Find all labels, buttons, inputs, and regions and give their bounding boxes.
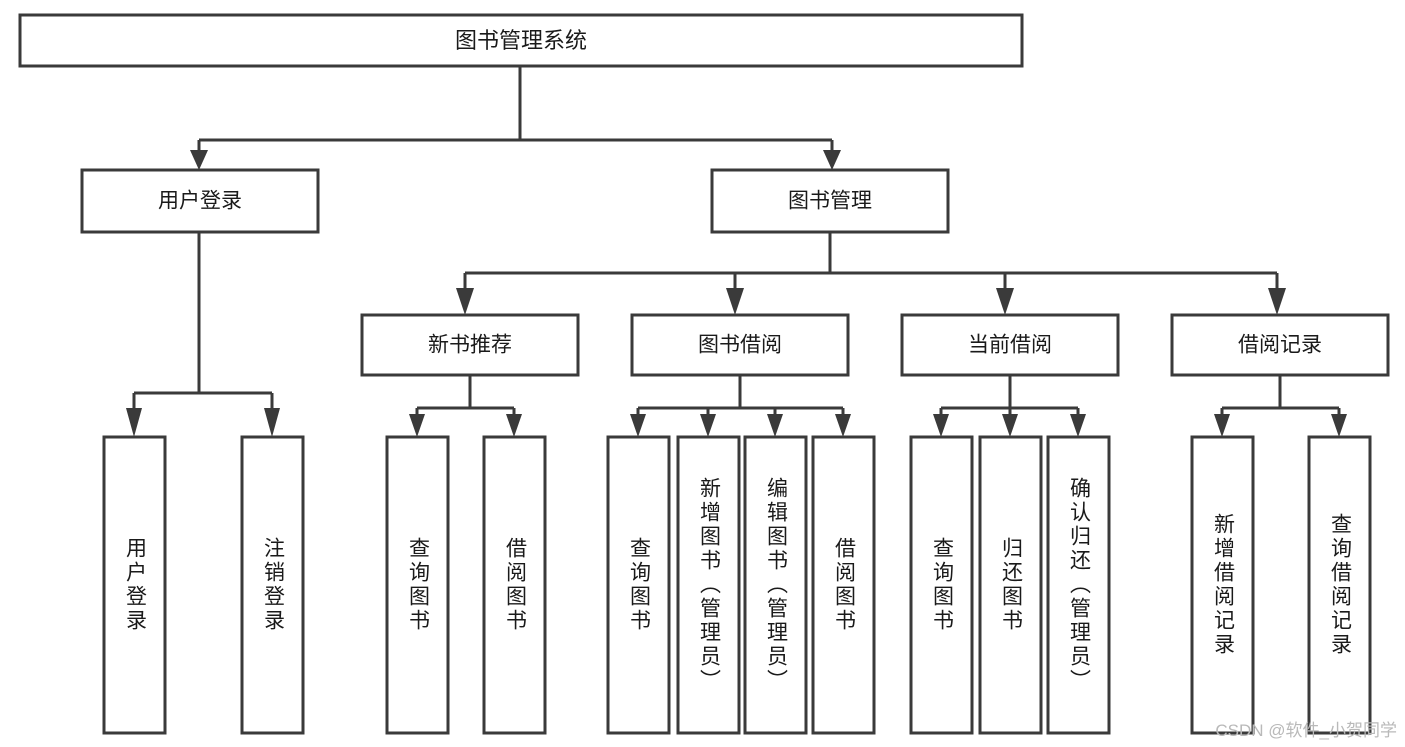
leaf-cu-query-book-label: 查询图书 [931, 537, 955, 633]
leaf-cu-confirm-return-label: 确认归还（管理员） [1068, 477, 1092, 693]
arrow-head-current-borrow [996, 288, 1014, 315]
arrow-head-leaf-logout [264, 408, 280, 437]
leaf-node[interactable]: 归还图书 [978, 435, 1043, 735]
leaf-br-query-book-box[interactable] [606, 435, 671, 735]
node-root-label: 图书管理系统 [455, 28, 587, 53]
leaf-nb-query-book-box[interactable] [385, 435, 450, 735]
arrow-head-leaf-user-login [126, 408, 142, 437]
leaf-cu-return-book-box[interactable] [978, 435, 1043, 735]
connectors-borrow-to-leaves [630, 375, 851, 437]
node-root-box[interactable] [18, 13, 1024, 68]
node-user-login-label: 用户登录 [158, 190, 242, 213]
leaf-nb-query-book-label: 查询图书 [407, 537, 431, 633]
node-book-manage[interactable]: 图书管理 [710, 168, 950, 234]
leaf-node[interactable]: 用户登录 [102, 435, 167, 735]
leaf-node[interactable]: 查询图书 [606, 435, 671, 735]
leaf-re-query-record-label: 查询借阅记录 [1329, 513, 1353, 657]
connectors-userlogin-to-leaves [126, 232, 280, 437]
connectors-current-to-leaves [933, 375, 1086, 437]
node-new-book-recommend[interactable]: 新书推荐 [360, 313, 580, 377]
csdn-watermark: CSDN @软件_小贺同学 [1215, 721, 1397, 740]
arrow-head-re-leaf-2 [1331, 414, 1347, 437]
node-borrow-record-label: 借阅记录 [1238, 334, 1322, 357]
node-user-login[interactable]: 用户登录 [80, 168, 320, 234]
leaf-node[interactable]: 借阅图书 [482, 435, 547, 735]
leaf-br-borrow-book-box[interactable] [811, 435, 876, 735]
arrow-head-br-leaf-4 [835, 414, 851, 437]
connectors-root-to-level2 [190, 66, 841, 170]
leaf-logout-box[interactable] [240, 435, 305, 735]
connectors-record-to-leaves [1214, 375, 1347, 437]
leaf-node[interactable]: 新增借阅记录 [1190, 435, 1255, 735]
leaf-node[interactable]: 查询图书 [909, 435, 974, 735]
leaf-br-edit-book-box[interactable] [743, 435, 808, 735]
leaf-re-add-record-label: 新增借阅记录 [1212, 513, 1236, 657]
connectors-bookmanage-to-level3 [456, 232, 1286, 315]
leaf-user-login-box[interactable] [102, 435, 167, 735]
node-root[interactable]: 图书管理系统 [18, 13, 1024, 68]
node-user-login-box[interactable] [80, 168, 320, 234]
node-new-book-recommend-box[interactable] [360, 313, 580, 377]
node-book-borrow[interactable]: 图书借阅 [630, 313, 850, 377]
arrow-head-new-book [456, 288, 474, 315]
node-borrow-record-box[interactable] [1170, 313, 1390, 377]
leaf-re-query-record-box[interactable] [1307, 435, 1372, 735]
node-current-borrow-box[interactable] [900, 313, 1120, 377]
leaf-node[interactable]: 借阅图书 [811, 435, 876, 735]
leaf-cu-return-book-label: 归还图书 [1000, 537, 1024, 633]
arrow-head-book-borrow [726, 288, 744, 315]
leaf-br-borrow-book-label: 借阅图书 [833, 537, 857, 633]
arrow-head-br-leaf-2 [700, 414, 716, 437]
arrow-head-nb-leaf-2 [506, 414, 522, 437]
leaf-nb-borrow-book-box[interactable] [482, 435, 547, 735]
node-book-borrow-box[interactable] [630, 313, 850, 377]
leaf-node[interactable]: 新增图书（管理员） [676, 435, 741, 735]
connectors-newbook-to-leaves [409, 375, 522, 437]
leaf-cu-query-book-box[interactable] [909, 435, 974, 735]
node-current-borrow-label: 当前借阅 [968, 334, 1052, 357]
arrow-head-br-leaf-1 [630, 414, 646, 437]
leaf-node[interactable]: 查询借阅记录 [1307, 435, 1372, 735]
arrow-head-cu-leaf-1 [933, 414, 949, 437]
leaf-node[interactable]: 注销登录 [240, 435, 305, 735]
arrow-head-book-manage [823, 150, 841, 170]
node-book-manage-label: 图书管理 [788, 190, 872, 213]
arrow-head-user-login [190, 150, 208, 170]
leaf-br-add-book-box[interactable] [676, 435, 741, 735]
leaf-br-query-book-label: 查询图书 [628, 537, 652, 633]
leaf-re-add-record-box[interactable] [1190, 435, 1255, 735]
arrow-head-nb-leaf-1 [409, 414, 425, 437]
arrow-head-br-leaf-3 [767, 414, 783, 437]
leaf-node[interactable]: 查询图书 [385, 435, 450, 735]
leaf-node[interactable]: 确认归还（管理员） [1046, 435, 1111, 735]
node-book-manage-box[interactable] [710, 168, 950, 234]
node-new-book-recommend-label: 新书推荐 [428, 334, 512, 357]
leaf-nb-borrow-book-label: 借阅图书 [504, 537, 528, 633]
leaf-cu-confirm-return-box[interactable] [1046, 435, 1111, 735]
arrow-head-cu-leaf-2 [1002, 414, 1018, 437]
arrow-head-cu-leaf-3 [1070, 414, 1086, 437]
arrow-head-re-leaf-1 [1214, 414, 1230, 437]
node-current-borrow[interactable]: 当前借阅 [900, 313, 1120, 377]
node-book-borrow-label: 图书借阅 [698, 334, 782, 357]
leaf-user-login-label: 用户登录 [124, 537, 148, 633]
leaf-node[interactable]: 编辑图书（管理员） [743, 435, 808, 735]
arrow-head-borrow-record [1268, 288, 1286, 315]
leaf-br-add-book-label: 新增图书（管理员） [698, 477, 722, 693]
leaf-br-edit-book-label: 编辑图书（管理员） [765, 477, 789, 693]
leaf-logout-label: 注销登录 [262, 537, 286, 633]
node-borrow-record[interactable]: 借阅记录 [1170, 313, 1390, 377]
